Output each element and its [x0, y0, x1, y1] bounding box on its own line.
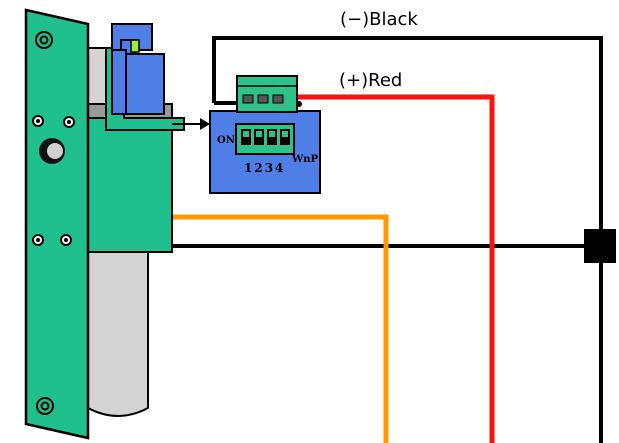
red-positive-wire — [297, 94, 495, 443]
junction-box — [584, 229, 616, 263]
orange-wire — [172, 214, 389, 443]
positive-wire-label: (+)Red — [339, 70, 403, 91]
face-plate — [24, 8, 90, 440]
mount-hole-icon — [32, 115, 75, 246]
lock-body — [87, 117, 173, 253]
arrow-icon — [172, 118, 210, 130]
control-module — [209, 75, 321, 194]
on-label: ON — [217, 135, 235, 146]
negative-wire-label: (−)Black — [340, 9, 418, 30]
terminal-block — [236, 75, 298, 113]
switch-numbers: 1234 — [244, 161, 285, 175]
wnp-label: WnP — [291, 154, 319, 165]
latch-bolt-icon — [39, 138, 65, 164]
lock-cylinder-lower — [87, 249, 149, 417]
sensor-stack — [111, 23, 165, 115]
